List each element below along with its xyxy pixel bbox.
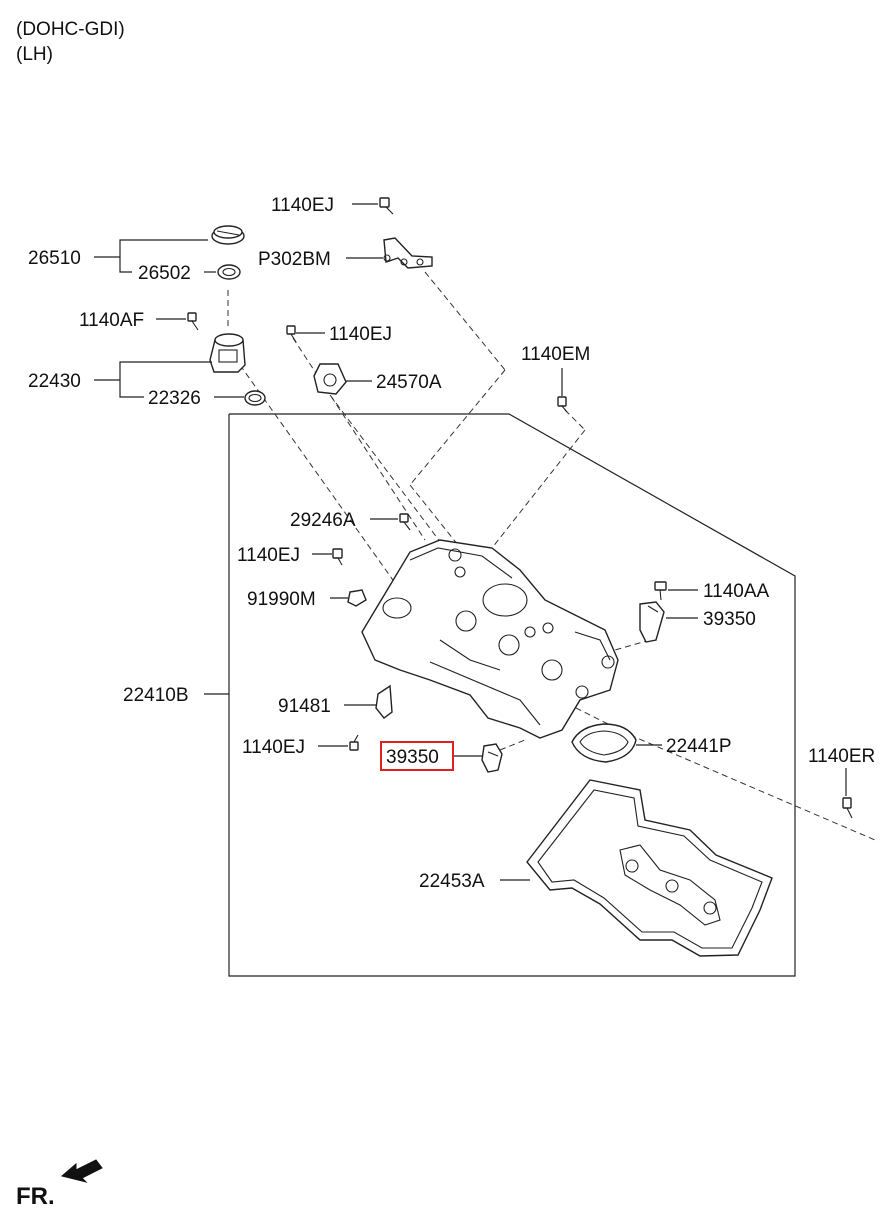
label-p302bm[interactable]: P302BM <box>258 249 331 270</box>
oil-filler-neck-icon <box>209 333 246 373</box>
label-1140af[interactable]: 1140AF <box>79 310 144 331</box>
o-ring-icon <box>244 390 266 406</box>
label-1140em[interactable]: 1140EM <box>521 344 590 365</box>
cylinder-head-cover-icon <box>361 539 619 739</box>
label-24570a[interactable]: 24570A <box>376 372 442 393</box>
bolt-1140ej-mid-icon <box>286 325 297 343</box>
label-29246a[interactable]: 29246A <box>290 510 356 531</box>
bracket-91481-icon <box>375 684 393 719</box>
highlight-box <box>380 741 454 771</box>
assembly-frame <box>228 413 796 977</box>
bolt-1140em-icon <box>557 396 568 413</box>
bolt-1140ej-top-icon <box>379 197 394 215</box>
label-1140ej-left[interactable]: 1140EJ <box>237 545 300 566</box>
cap-gasket-icon <box>217 264 241 280</box>
label-1140ej-low[interactable]: 1140EJ <box>242 737 305 758</box>
label-22326[interactable]: 22326 <box>148 388 201 409</box>
label-39350-highlighted[interactable]: 39350 <box>386 747 439 768</box>
label-91481[interactable]: 91481 <box>278 696 331 717</box>
front-label: FR. <box>16 1183 55 1210</box>
label-1140aa[interactable]: 1140AA <box>703 581 770 602</box>
label-1140ej-top[interactable]: 1140EJ <box>271 195 334 216</box>
header-engine-type: (DOHC-GDI) <box>16 19 125 40</box>
label-22430[interactable]: 22430 <box>28 371 81 392</box>
front-arrow-icon <box>60 1159 103 1183</box>
bolt-1140er-icon <box>842 797 853 819</box>
stud-29246a-icon <box>399 513 411 531</box>
label-1140ej-mid[interactable]: 1140EJ <box>329 324 392 345</box>
label-22410b[interactable]: 22410B <box>123 685 189 706</box>
leader-lines <box>94 203 847 881</box>
oil-filler-cap-icon <box>211 225 245 245</box>
head-cover-gasket-icon <box>526 779 773 957</box>
cover-24570a-icon <box>313 363 347 395</box>
gasket-22441p-icon <box>571 723 637 763</box>
label-91990m[interactable]: 91990M <box>247 589 316 610</box>
label-26510[interactable]: 26510 <box>28 248 81 269</box>
bolt-1140ej-low-icon <box>349 734 359 751</box>
sensor-39350-lower-icon <box>481 743 503 773</box>
label-39350-right[interactable]: 39350 <box>703 609 756 630</box>
sensor-39350-right-icon <box>639 601 665 643</box>
label-22453a[interactable]: 22453A <box>419 871 485 892</box>
bolt-1140ej-left-icon <box>332 548 343 566</box>
header-side: (LH) <box>16 44 53 65</box>
label-22441p[interactable]: 22441P <box>666 736 732 757</box>
bracket-p302bm-icon <box>383 237 433 269</box>
bolt-1140af-icon <box>187 312 199 331</box>
clip-91990m-icon <box>347 589 367 607</box>
label-26502[interactable]: 26502 <box>138 263 191 284</box>
label-1140er[interactable]: 1140ER <box>808 746 875 767</box>
bolt-1140aa-icon <box>654 581 667 601</box>
